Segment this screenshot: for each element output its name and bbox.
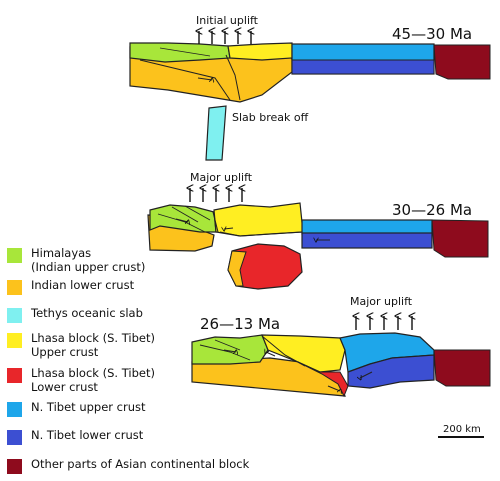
stage2-himalayas xyxy=(149,204,217,233)
stage3-motion-arrow-a xyxy=(223,350,236,352)
stage2-asian-block xyxy=(431,219,489,258)
stage1-lhasa-upper-crust xyxy=(227,42,293,61)
stage3-ntibet-lower-crust xyxy=(347,354,435,389)
stage2-uplift-label: Major uplift xyxy=(190,171,253,184)
stage2-ntibet-lower-crust xyxy=(301,232,433,249)
stage1-uplift-label: Initial uplift xyxy=(196,14,259,27)
stage2-uplift-arrows xyxy=(190,188,242,202)
stage3-uplift-label: Major uplift xyxy=(350,295,413,308)
stage3-himalayas xyxy=(191,334,269,365)
stage1-ntibet-lower-crust xyxy=(291,59,435,75)
tethys-slab xyxy=(205,105,227,161)
stage3-motion-arrow-c xyxy=(327,385,340,391)
stage2-motion-arrow-b xyxy=(224,228,234,229)
stage-3-section: Major uplift 26—13 Ma xyxy=(191,295,491,398)
stage-2-section: Major uplift 30—26 Ma xyxy=(147,171,489,290)
stage3-uplift-arrows xyxy=(356,316,412,330)
stage1-uplift-arrows xyxy=(199,31,251,44)
stage1-asian-block xyxy=(433,44,491,80)
stage2-motion-arrow-a xyxy=(175,218,188,222)
stage2-indian-lower-wedge xyxy=(227,250,247,287)
stage3-motion-arrow-d xyxy=(360,371,373,378)
stage2-age-label: 30—26 Ma xyxy=(392,201,472,219)
scale-bar: 200 km xyxy=(438,424,484,438)
scale-bar-label: 200 km xyxy=(443,424,481,435)
stage2-lhasa-upper-crust xyxy=(213,202,304,237)
stage1-motion-arrow xyxy=(197,78,212,80)
slab-break-label: Slab break off xyxy=(232,111,309,124)
stage3-lhasa-lower-crust xyxy=(297,361,349,398)
stage3-asian-block xyxy=(433,349,491,387)
stage2-ntibet-upper-crust xyxy=(301,219,433,235)
stage-1-section: Initial uplift 45—30 Ma Slab break off xyxy=(129,14,491,161)
stage3-lhasa-upper-crust xyxy=(261,334,346,373)
stage3-age-label: 26—13 Ma xyxy=(200,315,280,333)
stage3-motion-arrow-b xyxy=(266,352,276,357)
stage1-age-label: 45—30 Ma xyxy=(392,25,472,43)
stage1-himalayas xyxy=(129,42,231,63)
